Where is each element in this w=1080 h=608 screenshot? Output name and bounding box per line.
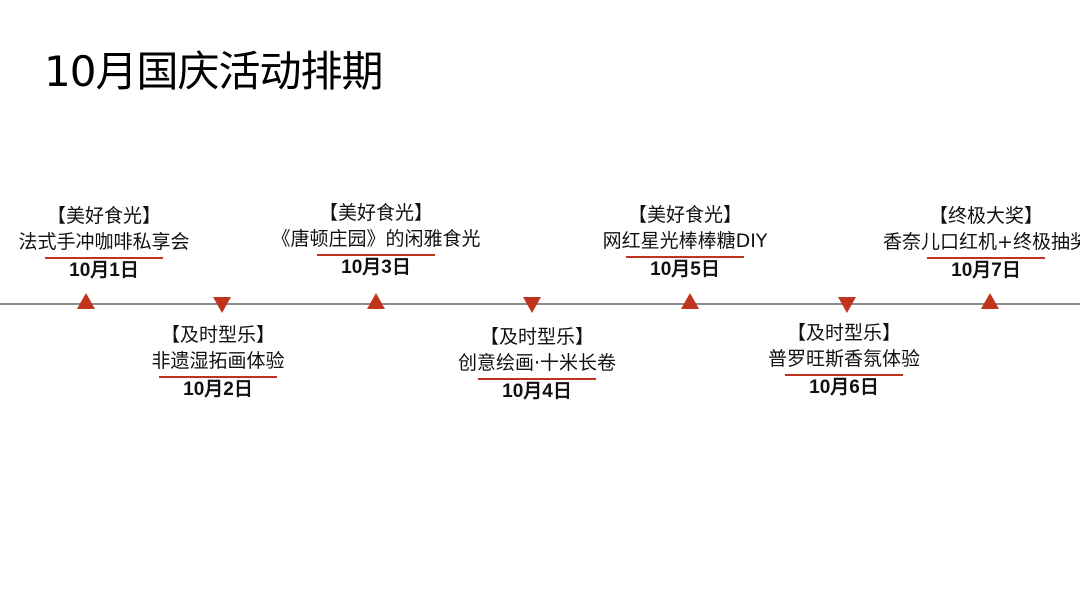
event-underline bbox=[317, 254, 435, 256]
event-category: 【及时型乐】 bbox=[479, 326, 594, 348]
event-date: 10月6日 bbox=[809, 376, 879, 398]
event-date: 10月3日 bbox=[341, 256, 411, 278]
event-underline bbox=[785, 374, 903, 376]
event-date: 10月2日 bbox=[183, 378, 253, 400]
event-name: 网红星光棒棒糖DIY bbox=[602, 230, 768, 252]
page-title: 10月国庆活动排期 bbox=[44, 47, 383, 96]
event-category: 【及时型乐】 bbox=[786, 322, 901, 344]
timeline-marker-up bbox=[981, 293, 999, 309]
event-date: 10月4日 bbox=[502, 380, 572, 402]
event-name: 法式手冲咖啡私享会 bbox=[18, 231, 190, 253]
event-underline bbox=[478, 378, 596, 380]
event-name: 《唐顿庄园》的闲雅食光 bbox=[271, 228, 481, 250]
timeline-event: 【及时型乐】 普罗旺斯香氛体验 10月6日 bbox=[684, 320, 1004, 400]
timeline-event: 【美好食光】 法式手冲咖啡私享会 10月1日 bbox=[0, 203, 264, 283]
event-category: 【终极大奖】 bbox=[928, 205, 1043, 227]
event-underline bbox=[927, 257, 1045, 259]
event-category: 【美好食光】 bbox=[627, 204, 742, 226]
timeline-marker-up bbox=[681, 293, 699, 309]
event-category: 【及时型乐】 bbox=[160, 324, 275, 346]
timeline-marker-up bbox=[367, 293, 385, 309]
timeline-marker-down bbox=[523, 297, 541, 313]
event-name: 香奈儿口红机+终极抽奖 bbox=[883, 231, 1080, 253]
event-category: 【美好食光】 bbox=[46, 205, 161, 227]
event-name: 创意绘画·十米长卷 bbox=[457, 352, 617, 374]
event-category: 【美好食光】 bbox=[318, 202, 433, 224]
timeline-marker-up bbox=[77, 293, 95, 309]
timeline-event: 【美好食光】 网红星光棒棒糖DIY 10月5日 bbox=[525, 202, 845, 282]
event-name: 非遗湿拓画体验 bbox=[151, 350, 285, 372]
event-underline bbox=[626, 256, 744, 258]
timeline-marker-down bbox=[213, 297, 231, 313]
event-date: 10月7日 bbox=[951, 259, 1021, 281]
timeline-event: 【及时型乐】 创意绘画·十米长卷 10月4日 bbox=[377, 324, 697, 404]
timeline-event: 【及时型乐】 非遗湿拓画体验 10月2日 bbox=[58, 322, 378, 402]
event-date: 10月1日 bbox=[69, 259, 139, 281]
event-underline bbox=[159, 376, 277, 378]
event-underline bbox=[45, 257, 163, 259]
timeline-event: 【终极大奖】 香奈儿口红机+终极抽奖 10月7日 bbox=[826, 203, 1080, 283]
timeline-marker-down bbox=[838, 297, 856, 313]
event-date: 10月5日 bbox=[650, 258, 720, 280]
event-name: 普罗旺斯香氛体验 bbox=[767, 348, 920, 370]
timeline-event: 【美好食光】 《唐顿庄园》的闲雅食光 10月3日 bbox=[216, 200, 536, 280]
